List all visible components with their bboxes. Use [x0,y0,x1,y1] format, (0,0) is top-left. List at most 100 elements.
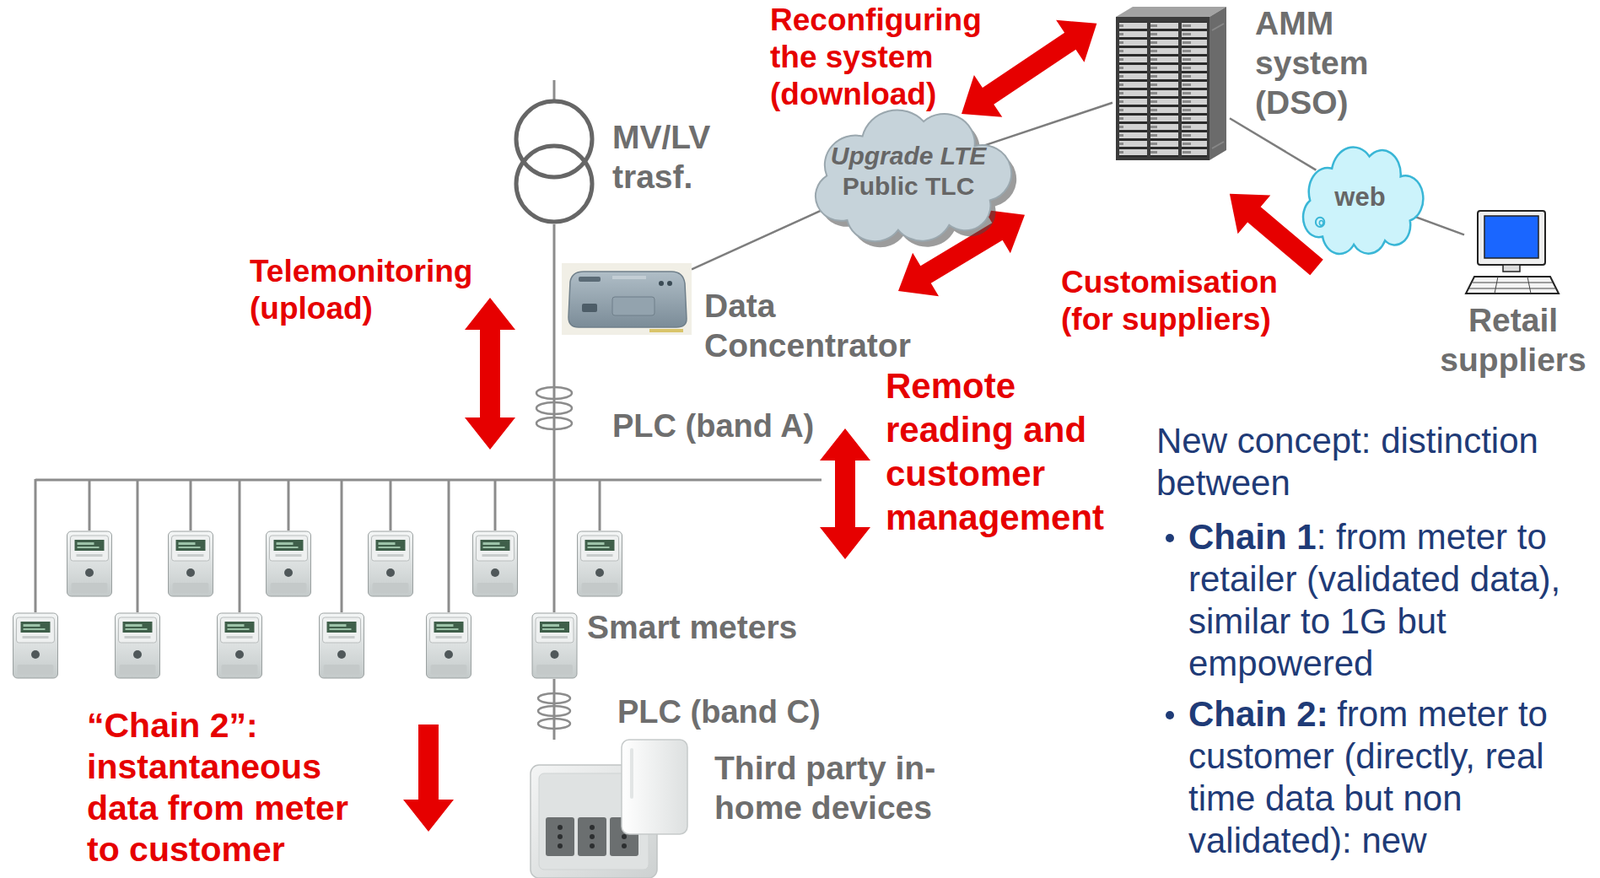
computer-icon [1503,264,1520,272]
lv-wires [88,479,92,531]
plc-coil [538,705,571,717]
flow-annotation: “Chain 2”: instantaneous data from meter… [86,705,370,871]
transformer-symbol [516,101,593,178]
in-home-device: Third party in-home devices [530,739,695,878]
data-concentrator-photo [667,280,673,286]
bullet-body: Chain 1: from meter to retailer (validat… [1188,516,1581,685]
flow-annotation: Reconfiguring the system (download) [770,1,1003,114]
smart-meter-icons [577,531,623,597]
amm-server: AMM system (DSO) [1112,5,1230,162]
flow-annotation: Remote reading and customer management [885,364,1139,540]
computer-icon [1464,209,1562,297]
data-concentrator: Data Concentrator [561,263,692,335]
computer-icon [1494,276,1498,294]
server-rack-icon [1212,141,1224,149]
connector-line [553,678,556,740]
smart-meter-icons [266,531,312,597]
data-concentrator-photo [649,328,684,333]
plc-coil [536,402,572,415]
cloud-label: Upgrade LTE [830,140,986,172]
smart-meter-icon [531,612,578,679]
flow-annotation: Customisation (for suppliers) [1061,263,1298,339]
in-home-device-photo [557,834,563,840]
server-label: AMM system (DSO) [1255,3,1382,123]
server-rack-icon [1150,21,1179,157]
tlc-cloud-shape [815,110,1012,243]
data-concentrator-photo [612,275,647,280]
smart-meter-icons [13,613,59,679]
lv-wires [598,479,602,531]
in-home-device-photo [589,843,595,849]
plc-coil [536,417,572,430]
bullet-item: Chain 1: from meter to retailer (validat… [1165,516,1588,685]
data-concentrator-photo [658,280,664,286]
in-home-device-photo [621,843,627,849]
lv-wires [189,479,193,531]
web-cloud: web [1291,132,1429,261]
server-rack-icon [1119,21,1148,157]
lv-wires [136,479,140,613]
transformer: MV/LV trasf. [513,98,595,225]
computer-icon [1465,276,1559,294]
in-home-device-photo [621,834,627,840]
computer-icon [1477,210,1546,265]
smart-meter: Smart meters [531,612,578,679]
bullet-heading: Chain 2: [1188,694,1329,734]
network-cloud: Upgrade LTEPublic TLC [796,91,1021,250]
in-home-device-photo [530,739,695,878]
cloud-label: Public TLC [842,171,976,202]
mv-line-stub [553,80,556,101]
smart-meter-icons [368,531,414,597]
computer-label: Retail suppliers [1428,300,1598,380]
plc-coil [536,387,572,399]
data-concentrator-photo [612,296,655,316]
in-home-device-photo [557,843,563,849]
tlc-cloud-shape [796,91,1021,250]
computer-icon [1484,215,1539,259]
lv-wires [35,479,822,613]
connector-line [980,102,1113,147]
smart-meter-icon [532,613,577,679]
in-home-device-photo [621,739,688,835]
plc-coil [538,718,571,729]
flow-annotation: Telemonitoring (upload) [249,253,495,328]
device-label: Third party in-home devices [714,748,1002,828]
in-home-device-photo [557,824,563,830]
lv-wires [287,479,291,531]
smart-meter-icons [168,531,214,597]
web-cloud-shape [1315,217,1325,227]
computer-icon [1527,276,1531,294]
data-concentrator-photo [568,271,687,328]
red-flow-arrow [403,724,454,832]
lv-wires [35,479,822,482]
lv-wires [447,479,451,613]
server-rack-icon [1212,23,1224,31]
bullet-dot [1165,533,1175,543]
plc-band-label: PLC (band A) [612,406,814,446]
lv-wires [340,479,344,613]
retail-computer: Retail suppliers [1464,209,1562,297]
server-rack-icon [1181,21,1207,157]
in-home-device-photo [545,817,575,857]
bullet-heading: Chain 1 [1188,517,1317,557]
transformer-label: MV/LV trasf. [612,117,727,197]
server-rack-icon [1112,5,1230,162]
bullet-dot [1165,711,1175,720]
smart-meter-icons [473,531,518,597]
lv-wires [494,479,497,531]
in-home-device-photo [589,824,595,830]
smart-meter-icons [217,613,263,679]
lv-wires [34,479,38,613]
bullet-item: Chain 2:from meter to customer (directly… [1165,693,1588,862]
transformer-symbol [516,145,593,222]
lv-wires [389,479,393,531]
meter-label: Smart meters [587,607,798,647]
transformer-symbol [513,98,595,225]
node-text-area: Upgrade LTEPublic TLC [796,91,1021,250]
plc-coil [538,693,571,704]
data-concentrator-photo [578,276,601,282]
computer-icon [1472,282,1553,284]
server-rack-icon [1115,16,1210,161]
red-flow-arrow [403,2,1333,832]
